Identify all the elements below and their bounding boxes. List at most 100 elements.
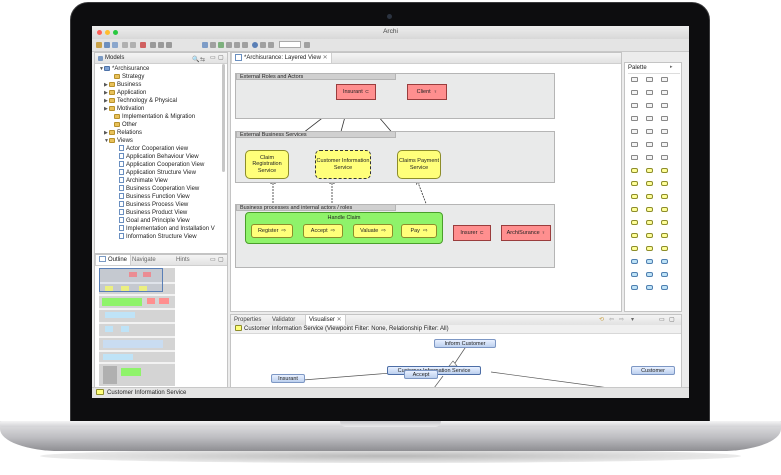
minimize-panel-icon[interactable]: ▭ xyxy=(659,317,665,323)
palette-tool-icon[interactable] xyxy=(646,285,653,290)
palette-tool-icon[interactable] xyxy=(646,103,653,108)
diagram-canvas[interactable]: External Roles and Actors External Busin… xyxy=(231,64,621,311)
palette-tool-icon[interactable] xyxy=(631,142,638,147)
zoom-dropdown-icon[interactable] xyxy=(304,42,310,48)
palette-tool-icon[interactable] xyxy=(646,155,653,160)
tree-item-folder[interactable]: Other xyxy=(109,121,137,129)
palette-tool-icon[interactable] xyxy=(631,181,638,186)
visualiser-edge[interactable] xyxy=(490,371,639,387)
palette-tool-icon[interactable] xyxy=(646,142,653,147)
connection[interactable] xyxy=(417,180,428,207)
palette-tool-icon[interactable] xyxy=(646,129,653,134)
element-accept[interactable]: Accept⇨ xyxy=(303,224,343,238)
expand-twisty-icon[interactable]: ▼ xyxy=(104,138,109,144)
minimize-panel-icon[interactable]: ▭ xyxy=(210,55,216,61)
tree-item-view[interactable]: Business Product View xyxy=(114,209,187,217)
validate-icon[interactable] xyxy=(218,42,224,48)
maximize-outline-icon[interactable]: ▢ xyxy=(218,257,224,263)
palette-tool-icon[interactable] xyxy=(631,155,638,160)
match-size-icon[interactable] xyxy=(242,42,248,48)
palette-tool-icon[interactable] xyxy=(661,233,668,238)
tab-validator[interactable]: Validator xyxy=(269,315,298,325)
expand-twisty-icon[interactable]: ▶ xyxy=(104,130,108,136)
tree-item-view[interactable]: Goal and Principle View xyxy=(114,217,190,225)
tree-scrollbar[interactable] xyxy=(222,64,225,172)
palette-tool-icon[interactable] xyxy=(646,207,653,212)
element-register[interactable]: Register⇨ xyxy=(251,224,293,238)
font-icon[interactable] xyxy=(260,42,266,48)
tab-visualiser[interactable]: Visualiser ✕ xyxy=(305,315,346,325)
expand-twisty-icon[interactable]: ▶ xyxy=(104,106,108,112)
close-tab-icon[interactable]: ✕ xyxy=(322,55,328,61)
new-model-icon[interactable] xyxy=(96,42,102,48)
delete-icon[interactable] xyxy=(140,42,146,48)
tree-item-view[interactable]: Archimate View xyxy=(114,177,168,185)
save-icon[interactable] xyxy=(112,42,118,48)
tree-item-view[interactable]: Business Process View xyxy=(114,201,188,209)
view-menu-icon[interactable]: ▾ xyxy=(631,317,635,323)
palette-tool-icon[interactable] xyxy=(661,259,668,264)
palette-tool-icon[interactable] xyxy=(661,220,668,225)
palette-tool-icon[interactable] xyxy=(661,207,668,212)
element-claims-payment-service[interactable]: Claims Payment Service xyxy=(397,150,441,179)
help-icon[interactable] xyxy=(252,42,258,48)
visualiser-node-accept[interactable]: Accept xyxy=(404,370,438,379)
palette-tool-icon[interactable] xyxy=(661,155,668,160)
visualiser-edge[interactable] xyxy=(431,375,444,387)
palette-tool-icon[interactable] xyxy=(646,246,653,251)
palette-tool-icon[interactable] xyxy=(631,103,638,108)
tree-item-folder[interactable]: ▶Technology & Physical xyxy=(104,97,177,105)
element-insurant[interactable]: Insurant⊂ xyxy=(336,84,376,100)
palette-tool-icon[interactable] xyxy=(646,90,653,95)
element-client[interactable]: Client♀ xyxy=(407,84,447,100)
cut-icon[interactable] xyxy=(150,42,156,48)
element-customer-information-service[interactable]: Customer Information Service xyxy=(315,150,371,179)
tree-item-view[interactable]: Actor Cooperation view xyxy=(114,145,188,153)
tab-outline[interactable]: Outline xyxy=(95,255,132,265)
zoom-combo[interactable] xyxy=(279,41,301,48)
group-external-roles[interactable]: External Roles and Actors xyxy=(235,73,555,119)
grid-icon[interactable] xyxy=(234,42,240,48)
tree-item-folder[interactable]: ▶Motivation xyxy=(104,105,144,113)
visualiser-node-insurant[interactable]: Insurant xyxy=(271,374,305,383)
redo-icon[interactable] xyxy=(130,42,136,48)
minimize-outline-icon[interactable]: ▭ xyxy=(210,257,216,263)
palette-tool-icon[interactable] xyxy=(631,233,638,238)
palette-tool-icon[interactable] xyxy=(631,116,638,121)
tree-item-view[interactable]: Information Structure View xyxy=(114,233,197,241)
expand-twisty-icon[interactable]: ▶ xyxy=(104,98,108,104)
tab-properties[interactable]: Properties xyxy=(231,315,264,325)
properties-icon[interactable] xyxy=(210,42,216,48)
palette-tool-icon[interactable] xyxy=(631,220,638,225)
tree-item-folder[interactable]: ▶Business xyxy=(104,81,141,89)
pin-icon[interactable]: ⟲ xyxy=(599,317,605,323)
minimize-window-button[interactable] xyxy=(105,30,110,35)
palette-tool-icon[interactable] xyxy=(661,181,668,186)
visualiser-canvas[interactable]: Inform Customer Customer Information Ser… xyxy=(231,334,681,387)
expand-twisty-icon[interactable]: ▶ xyxy=(104,90,108,96)
palette-tool-icon[interactable] xyxy=(631,246,638,251)
palette-tool-icon[interactable] xyxy=(631,259,638,264)
palette-tool-icon[interactable] xyxy=(646,233,653,238)
visualiser-node-customer[interactable]: Customer xyxy=(631,366,675,375)
palette-tool-icon[interactable] xyxy=(646,116,653,121)
tree-item-view[interactable]: Application Cooperation View xyxy=(114,161,204,169)
outline-viewport[interactable] xyxy=(99,268,163,292)
palette-tool-icon[interactable] xyxy=(661,168,668,173)
close-tab-icon[interactable]: ✕ xyxy=(336,317,342,323)
palette-tool-icon[interactable] xyxy=(661,194,668,199)
expand-twisty-icon[interactable]: ▶ xyxy=(104,82,108,88)
palette-tool-icon[interactable] xyxy=(661,272,668,277)
zoom-window-button[interactable] xyxy=(113,30,118,35)
palette-tool-icon[interactable] xyxy=(646,272,653,277)
collapse-twisty-icon[interactable]: ▼ xyxy=(99,66,104,72)
palette-tool-icon[interactable] xyxy=(661,142,668,147)
maximize-panel-icon[interactable]: ▢ xyxy=(669,317,675,323)
fill-color-icon[interactable] xyxy=(268,42,274,48)
outline-thumbnail[interactable] xyxy=(99,268,175,386)
copy-icon[interactable] xyxy=(158,42,164,48)
element-pay[interactable]: Pay⇨ xyxy=(401,224,437,238)
tree-item-view[interactable]: Implementation and Installation V xyxy=(114,225,215,233)
palette-tool-icon[interactable] xyxy=(646,194,653,199)
tree-item-view[interactable]: Business Function View xyxy=(114,193,190,201)
